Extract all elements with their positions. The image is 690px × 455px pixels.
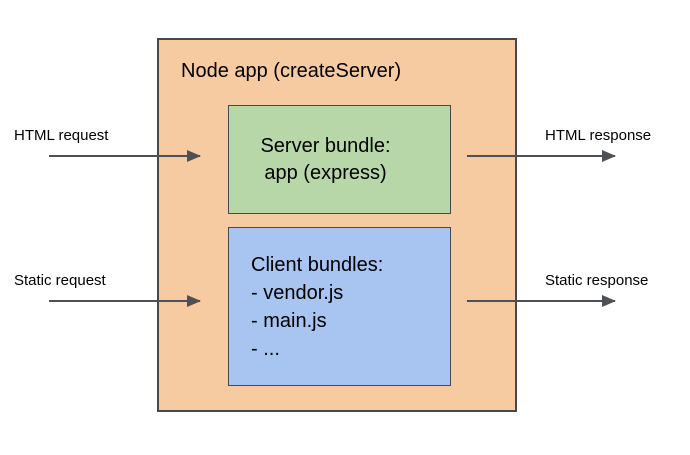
- html-response-label: HTML response: [545, 127, 652, 144]
- static-response-label: Static response: [545, 272, 649, 289]
- client-bundles-line-4: - ...: [251, 337, 280, 360]
- client-bundles-line-2: - vendor.js: [251, 281, 344, 304]
- arrow-head-icon: [187, 295, 201, 307]
- server-bundle-line-1: Server bundle:: [260, 134, 391, 157]
- node-app-box: Node app (createServer) Server bundle: a…: [157, 38, 517, 412]
- static-request-arrow: [49, 295, 201, 307]
- server-bundle-line-2: app (express): [264, 161, 387, 184]
- client-bundles-line-3: - main.js: [251, 309, 327, 332]
- arrow-head-icon: [187, 150, 201, 162]
- html-request-arrow: [49, 150, 201, 162]
- arrow-head-icon: [602, 295, 616, 307]
- server-bundle-box: Server bundle: app (express): [228, 105, 451, 214]
- arrow-head-icon: [602, 150, 616, 162]
- node-app-title: Node app (createServer): [181, 60, 402, 82]
- html-response-arrow: [467, 150, 616, 162]
- client-bundles-box: Client bundles: - vendor.js - main.js - …: [228, 227, 451, 386]
- client-bundles-line-1: Client bundles:: [251, 253, 384, 276]
- static-request-label: Static request: [14, 272, 106, 289]
- static-response-arrow: [467, 295, 616, 307]
- html-request-label: HTML request: [14, 127, 109, 144]
